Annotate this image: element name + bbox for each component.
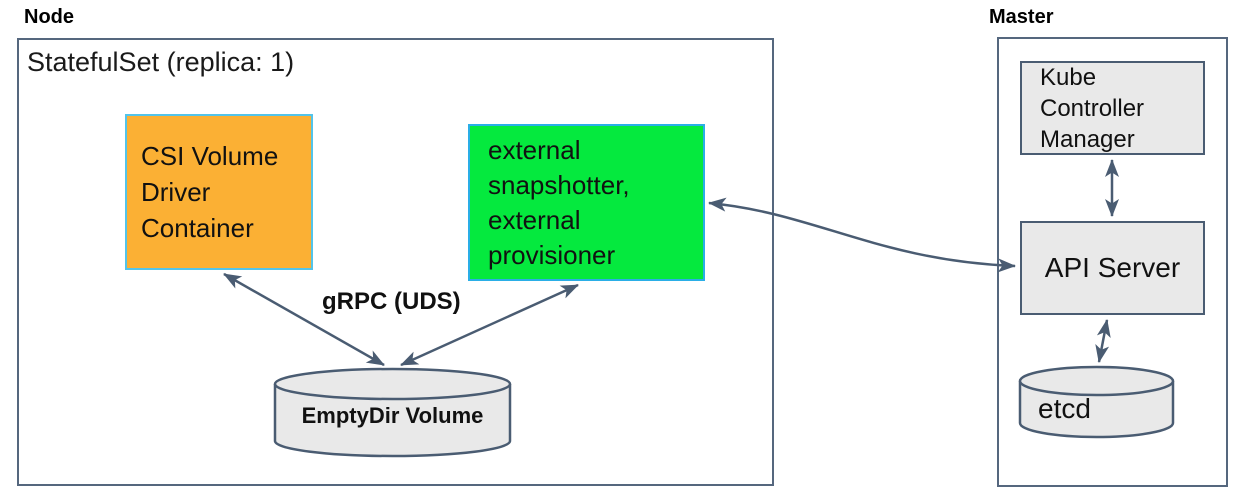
arrow-csi-emptydir (223, 272, 385, 367)
etcd-cylinder-shape (1018, 365, 1175, 439)
arrow-apiserver-etcd (1095, 319, 1111, 363)
etcd-label: etcd (1038, 393, 1091, 424)
emptydir-cylinder-shape (273, 367, 512, 458)
kube-controller-manager-box: Kube Controller Manager (1020, 61, 1205, 155)
external-sidecars-box: external snapshotter, external provision… (468, 124, 705, 281)
api-server-box: API Server (1020, 221, 1205, 315)
arrow-sidecars-emptydir (400, 283, 579, 367)
node-group-label: Node (24, 6, 74, 28)
master-group-label: Master (989, 6, 1054, 28)
arrow-sidecars-apiserver (708, 197, 1016, 273)
emptydir-volume-label: EmptyDir Volume (301, 403, 484, 428)
statefulset-label: StatefulSet (replica: 1) (27, 47, 295, 77)
csi-volume-driver-box: CSI Volume Driver Container (125, 114, 313, 270)
grpc-uds-label: gRPC (UDS) (322, 288, 461, 315)
